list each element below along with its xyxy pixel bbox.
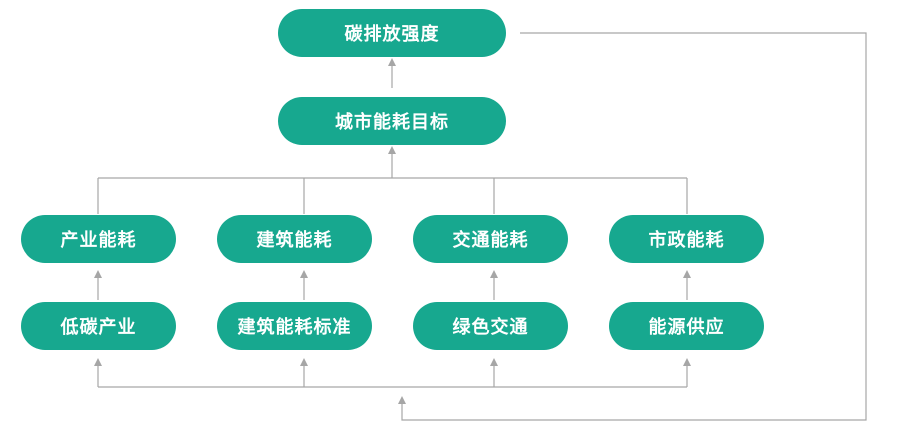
arrowhead-supply (683, 358, 691, 366)
connector-feedback-loop (401, 32, 867, 421)
node-industry-energy: 产业能耗 (21, 215, 176, 263)
arrowhead-municipal (683, 270, 691, 278)
arrowhead-transport (490, 270, 498, 278)
arrowhead-lowcarbon (94, 358, 102, 366)
node-city-energy-target: 城市能耗目标 (278, 97, 506, 145)
arrowhead-building (300, 270, 308, 278)
arrowhead-target (388, 146, 396, 154)
node-building-energy: 建筑能耗 (217, 215, 372, 263)
arrowhead-green (490, 358, 498, 366)
node-transport-energy: 交通能耗 (413, 215, 568, 263)
arrowhead-carbon (388, 58, 396, 66)
arrowhead-feedback (398, 396, 406, 404)
node-green-transport: 绿色交通 (413, 302, 568, 350)
node-building-energy-standard: 建筑能耗标准 (217, 302, 372, 350)
node-low-carbon-industry: 低碳产业 (21, 302, 176, 350)
node-municipal-energy: 市政能耗 (609, 215, 764, 263)
arrowhead-standard (300, 358, 308, 366)
node-carbon-intensity: 碳排放强度 (278, 9, 506, 57)
arrowhead-industry (94, 270, 102, 278)
node-energy-supply: 能源供应 (609, 302, 764, 350)
